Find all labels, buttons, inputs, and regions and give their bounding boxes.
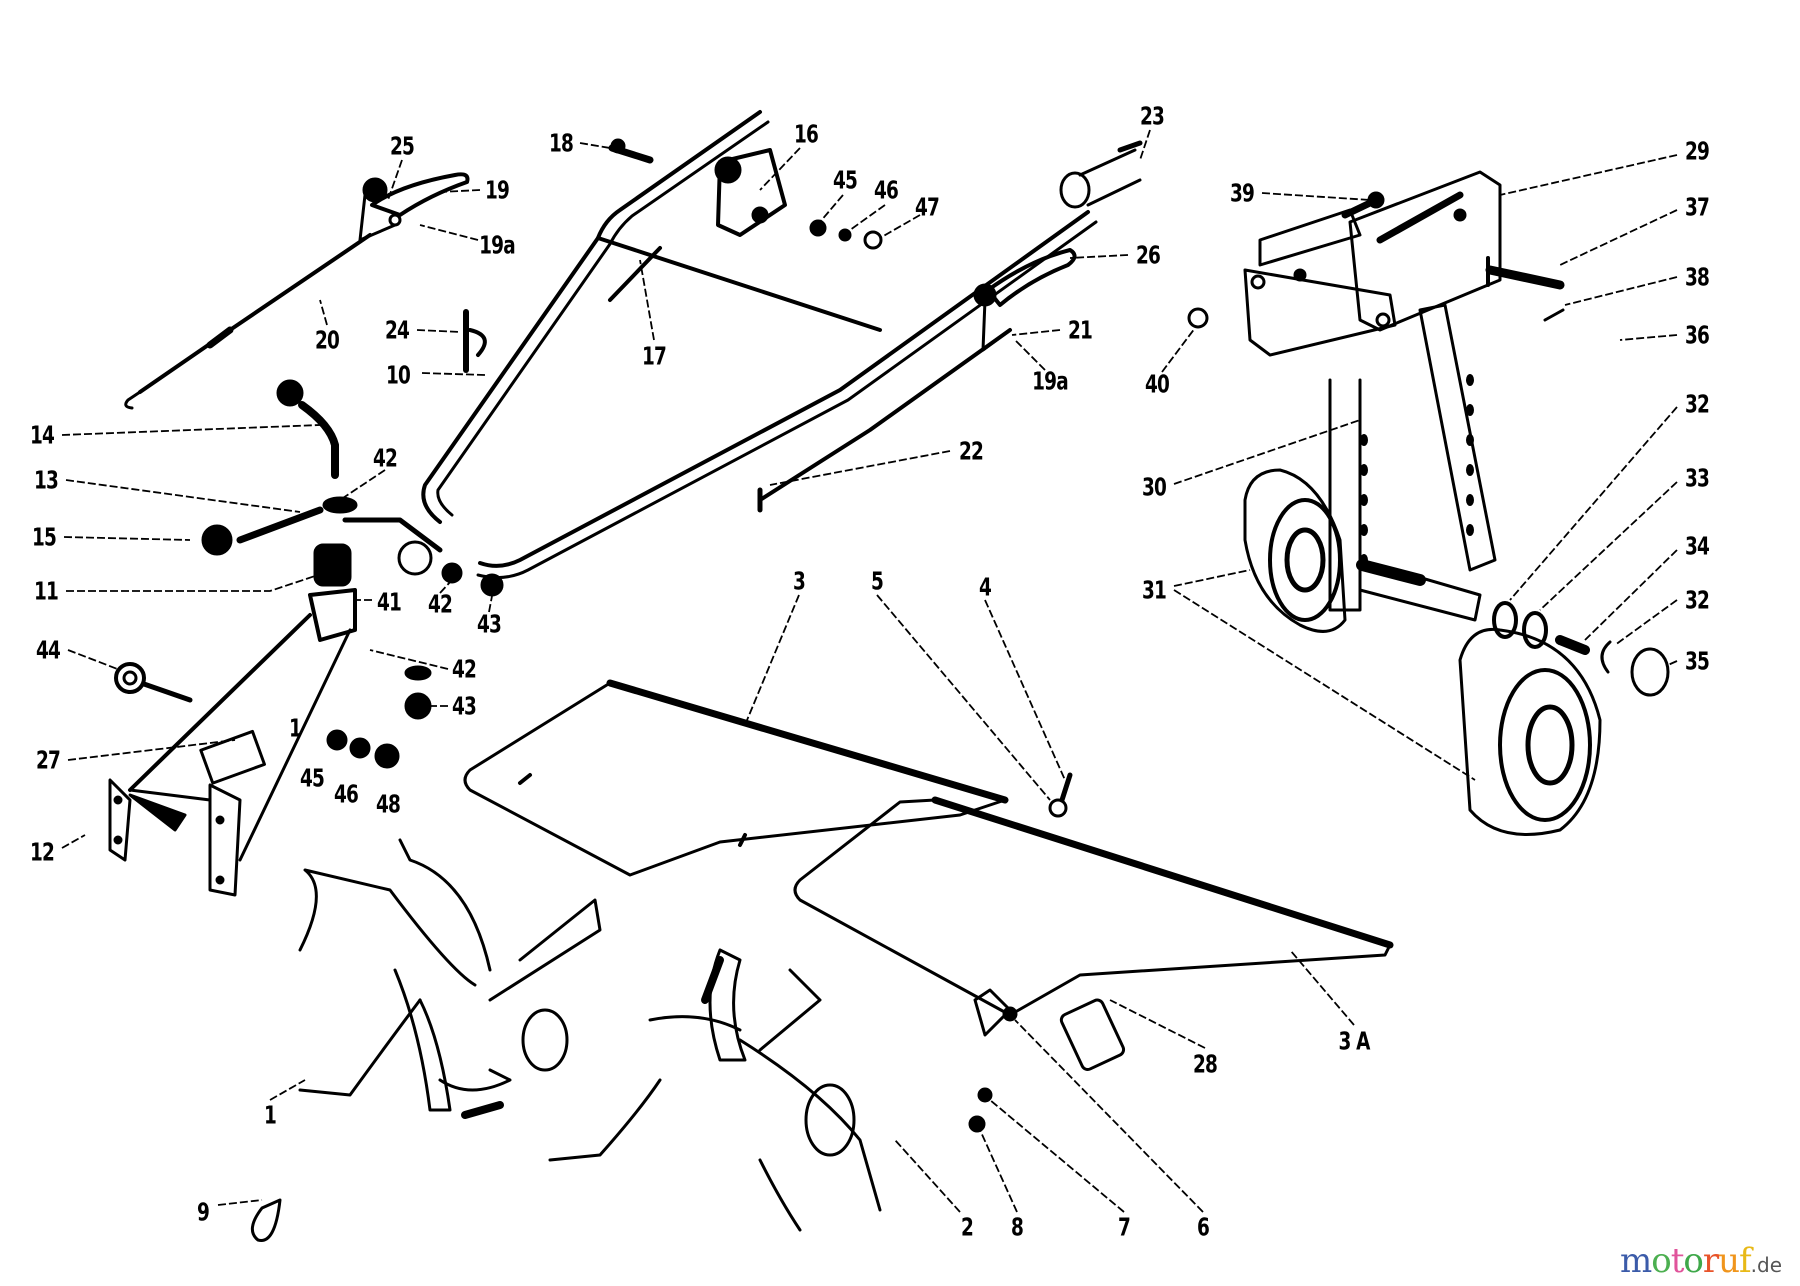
watermark-letter: u bbox=[1718, 1241, 1740, 1281]
part-label: 25 bbox=[389, 131, 415, 161]
part-label: 44 bbox=[35, 635, 61, 665]
part-label: 3 bbox=[792, 566, 806, 596]
part-label: 16 bbox=[793, 119, 819, 149]
height-adjust-lever bbox=[201, 379, 358, 556]
part-label: 6 bbox=[1196, 1212, 1210, 1242]
handle-bracket bbox=[714, 148, 787, 237]
part-label: 18 bbox=[548, 128, 574, 158]
part-label: 9 bbox=[196, 1197, 210, 1227]
watermark-letter: r bbox=[1702, 1241, 1719, 1281]
drag-plate-3 bbox=[463, 679, 1009, 877]
part-label: 42 bbox=[451, 654, 477, 684]
part-label: 3 A bbox=[1338, 1026, 1370, 1056]
part-label: 23 bbox=[1139, 101, 1165, 131]
tine-assembly-2 bbox=[548, 948, 882, 1232]
axle bbox=[1358, 558, 1482, 622]
part-label: 8 bbox=[1010, 1212, 1024, 1242]
linch-pin-9 bbox=[250, 1198, 282, 1242]
wheel-upright-30 bbox=[1328, 303, 1497, 612]
watermark-letter: t bbox=[1670, 1241, 1685, 1281]
wheel-31-upper bbox=[1243, 468, 1347, 633]
part-label: 5 bbox=[870, 566, 884, 596]
wheel-31-lower bbox=[1458, 627, 1602, 836]
part-label: 47 bbox=[914, 192, 940, 222]
control-cable-left bbox=[124, 233, 372, 410]
part-label: 19a bbox=[1032, 366, 1068, 396]
part-label: 29 bbox=[1684, 136, 1710, 166]
part-label: 45 bbox=[299, 763, 325, 793]
part-label: 42 bbox=[372, 443, 398, 473]
part-label: 19 bbox=[484, 175, 510, 205]
part-label: 28 bbox=[1192, 1049, 1218, 1079]
watermark-letter: o bbox=[1683, 1241, 1704, 1281]
clutch-lever-right bbox=[973, 248, 1077, 352]
pivot-11 bbox=[313, 517, 504, 597]
part-label: 1 bbox=[288, 713, 302, 743]
part-label: 22 bbox=[958, 436, 984, 466]
depth-bar-28 bbox=[1059, 998, 1126, 1072]
part-label: 43 bbox=[451, 691, 477, 721]
tine-assembly-1 bbox=[298, 838, 602, 1119]
part-label: 48 bbox=[375, 789, 401, 819]
watermark-letter: f bbox=[1739, 1241, 1752, 1281]
frame-12 bbox=[108, 588, 357, 897]
part-label: 17 bbox=[641, 341, 667, 371]
part-label: 33 bbox=[1684, 463, 1710, 493]
grip-23 bbox=[1059, 140, 1143, 209]
part-label: 10 bbox=[385, 360, 411, 390]
watermark-suffix: .de bbox=[1750, 1253, 1782, 1277]
leader-lines bbox=[61, 129, 1678, 1213]
part-label: 32 bbox=[1684, 585, 1710, 615]
part-label: 39 bbox=[1229, 178, 1255, 208]
drag-plate-3A bbox=[793, 796, 1394, 1072]
part-label: 13 bbox=[33, 465, 59, 495]
watermark-logo: motoruf.de bbox=[1620, 1244, 1782, 1278]
part-label: 31 bbox=[1141, 575, 1167, 605]
part-label: 19a bbox=[479, 230, 515, 260]
part-label: 37 bbox=[1684, 192, 1710, 222]
cable-guide-17 bbox=[608, 246, 662, 302]
part-label: 41 bbox=[376, 587, 402, 617]
throttle-lever-left bbox=[358, 172, 470, 242]
watermark-text: motoruf bbox=[1619, 1241, 1752, 1281]
part-label: 43 bbox=[476, 609, 502, 639]
part-label: 46 bbox=[333, 779, 359, 809]
part-label: 36 bbox=[1684, 320, 1710, 350]
part-label: 34 bbox=[1684, 531, 1710, 561]
part-label: 27 bbox=[35, 745, 61, 775]
part-label: 12 bbox=[29, 837, 55, 867]
control-cable-right bbox=[758, 328, 1012, 502]
part-label: 40 bbox=[1144, 369, 1170, 399]
part-label: 11 bbox=[33, 576, 59, 606]
watermark-letter: m bbox=[1619, 1241, 1652, 1281]
part-label: 35 bbox=[1684, 646, 1710, 676]
part-label: 1 bbox=[263, 1100, 277, 1130]
part-label: 20 bbox=[314, 325, 340, 355]
part-label: 7 bbox=[1117, 1212, 1131, 1242]
wheel-bracket-29 bbox=[1243, 170, 1502, 357]
part-label: 21 bbox=[1067, 315, 1093, 345]
part-label: 45 bbox=[832, 165, 858, 195]
part-label: 24 bbox=[384, 315, 410, 345]
part-label: 30 bbox=[1141, 472, 1167, 502]
part-label: 26 bbox=[1135, 240, 1161, 270]
part-label: 38 bbox=[1684, 262, 1710, 292]
part-label: 4 bbox=[978, 572, 992, 602]
watermark-letter: o bbox=[1651, 1241, 1672, 1281]
part-label: 15 bbox=[31, 522, 57, 552]
part-label: 42 bbox=[427, 589, 453, 619]
part-label: 2 bbox=[960, 1212, 974, 1242]
part-label: 14 bbox=[29, 420, 55, 450]
part-label: 32 bbox=[1684, 389, 1710, 419]
part-label: 46 bbox=[873, 175, 899, 205]
eyebolt-44 bbox=[114, 662, 193, 703]
